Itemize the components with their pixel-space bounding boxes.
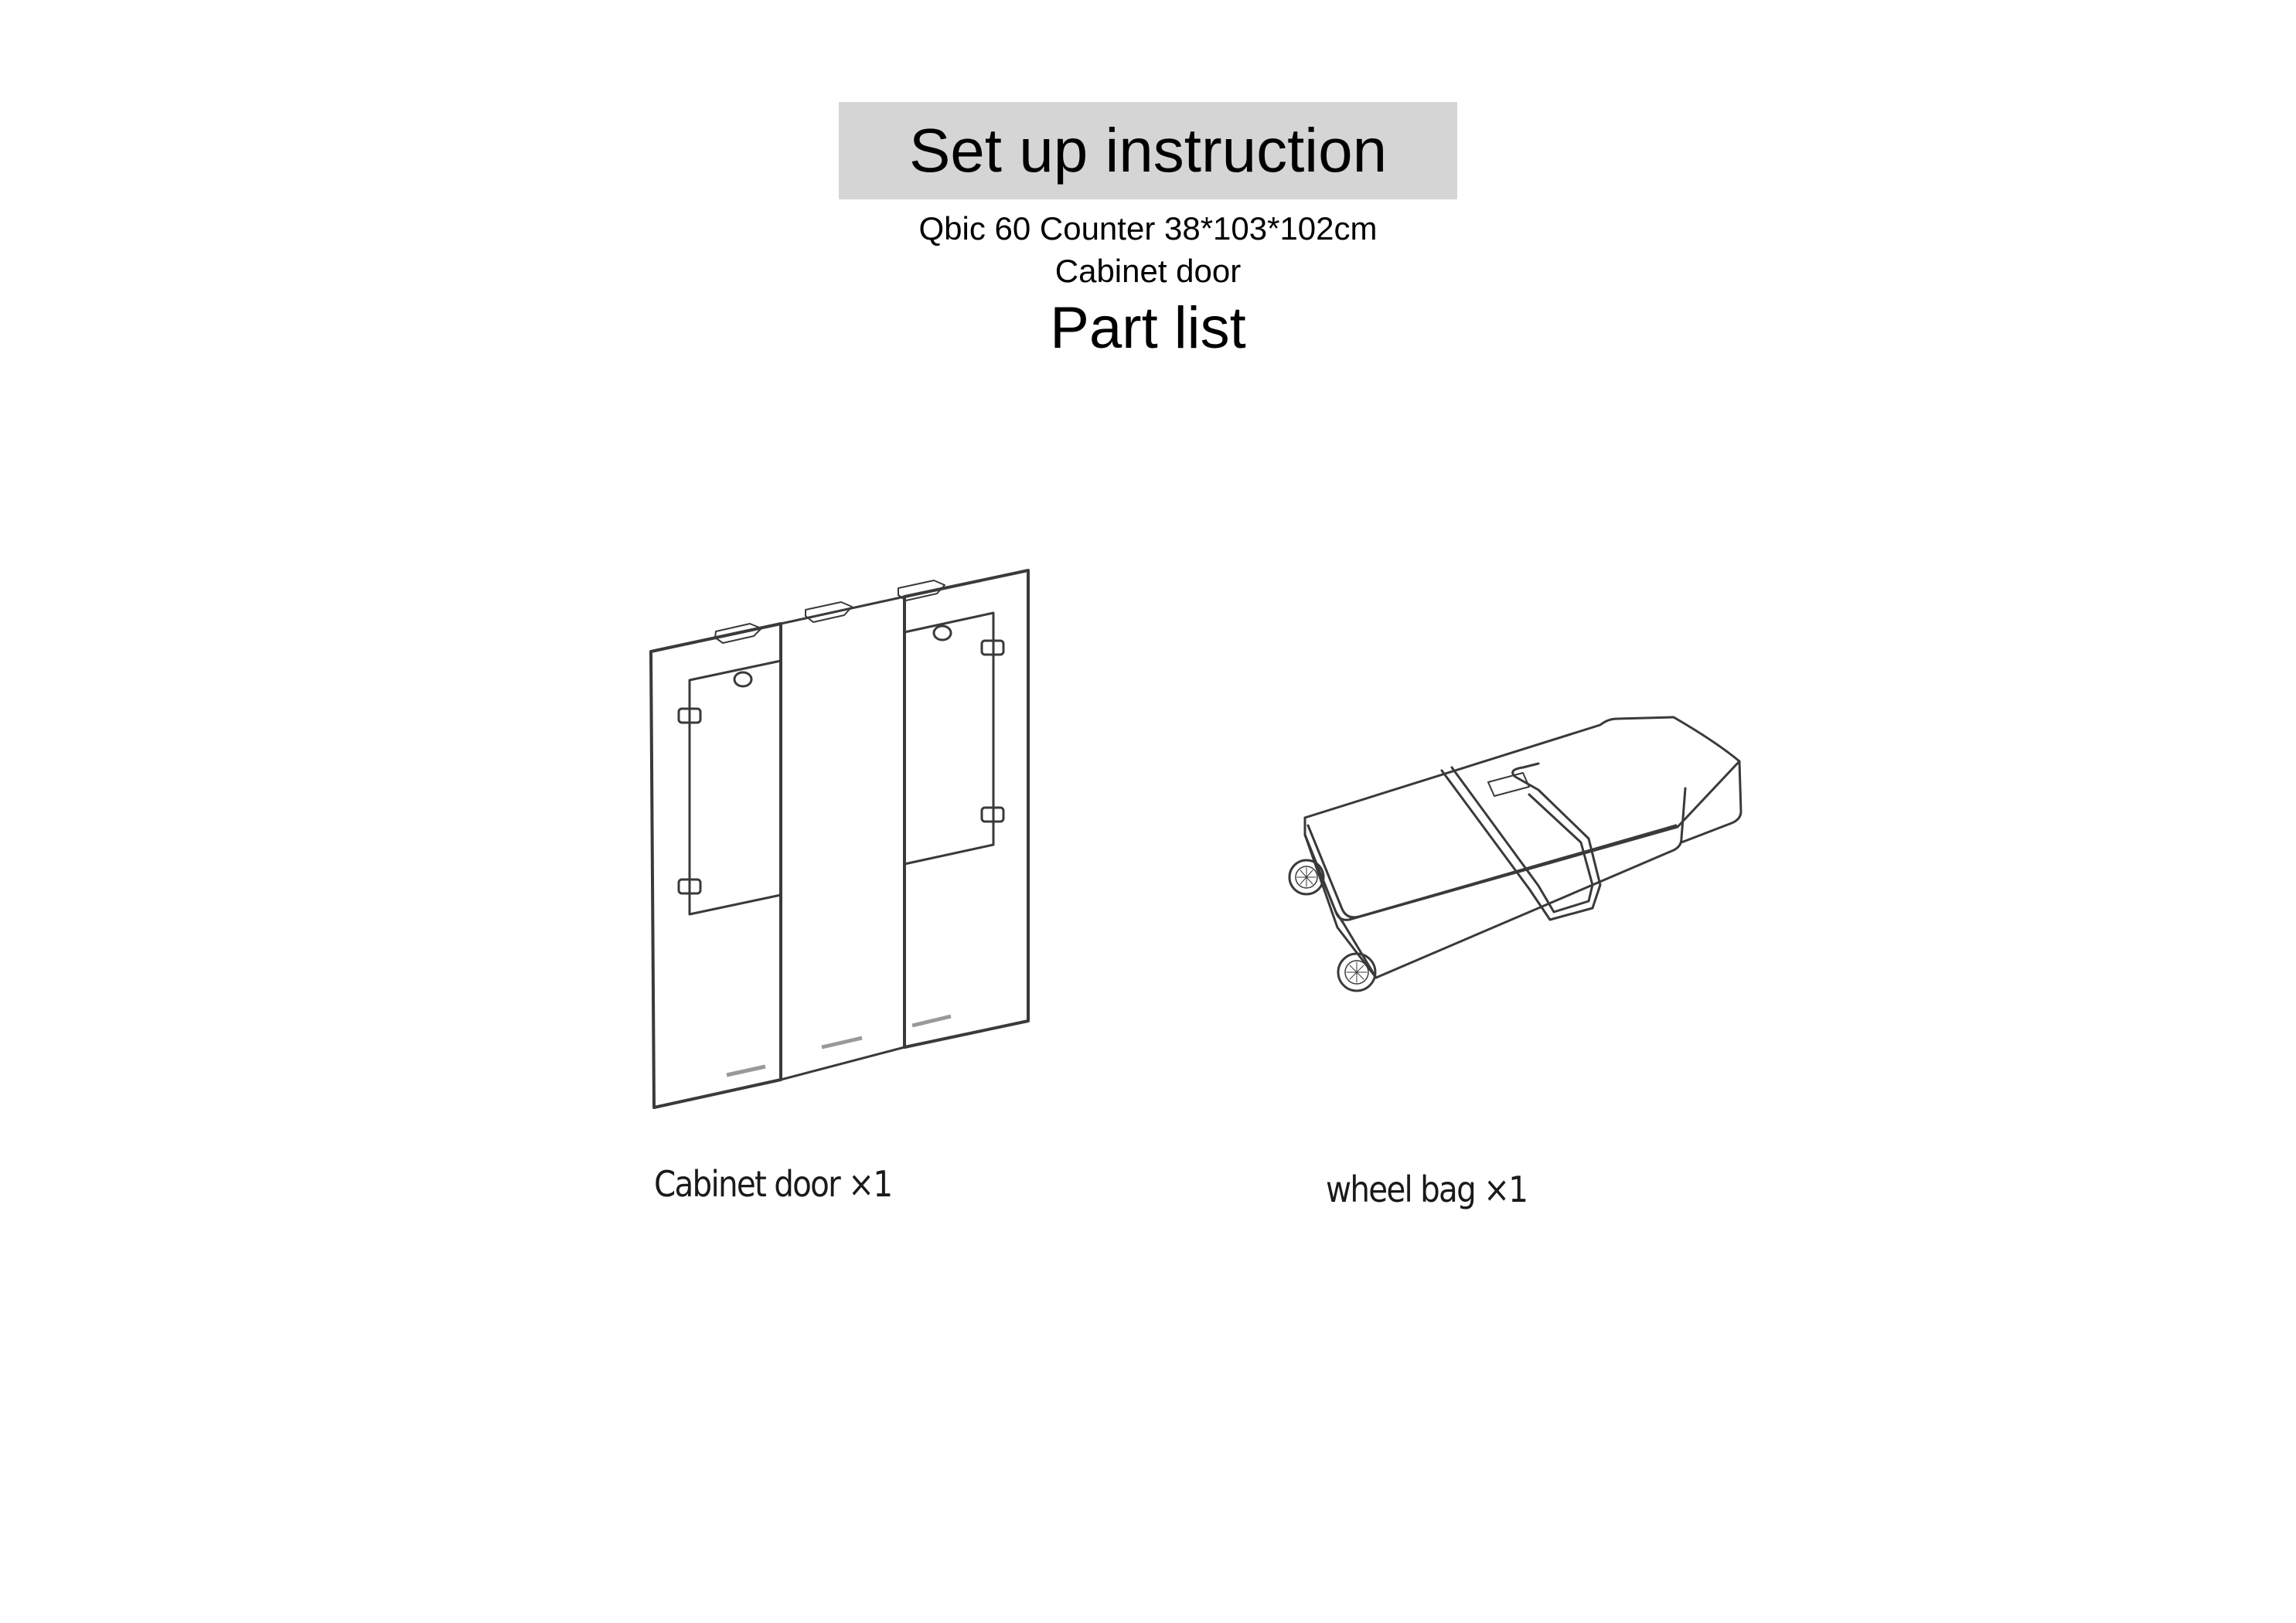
section-heading: Part list — [1050, 295, 1246, 361]
component-name: Cabinet door — [1054, 253, 1242, 289]
page-title: Set up instruction — [908, 116, 1388, 185]
part-caption-cabinet-door: Cabinet door ×1 — [654, 1163, 893, 1205]
product-name: Qbic 60 Counter 38*103*102cm — [918, 210, 1378, 247]
wheel-bag-icon — [1288, 716, 1742, 992]
part-caption-wheel-bag: wheel bag ×1 — [1326, 1169, 1528, 1210]
title-banner: Set up instruction — [839, 102, 1457, 199]
cabinet-door-icon — [649, 569, 1030, 1109]
